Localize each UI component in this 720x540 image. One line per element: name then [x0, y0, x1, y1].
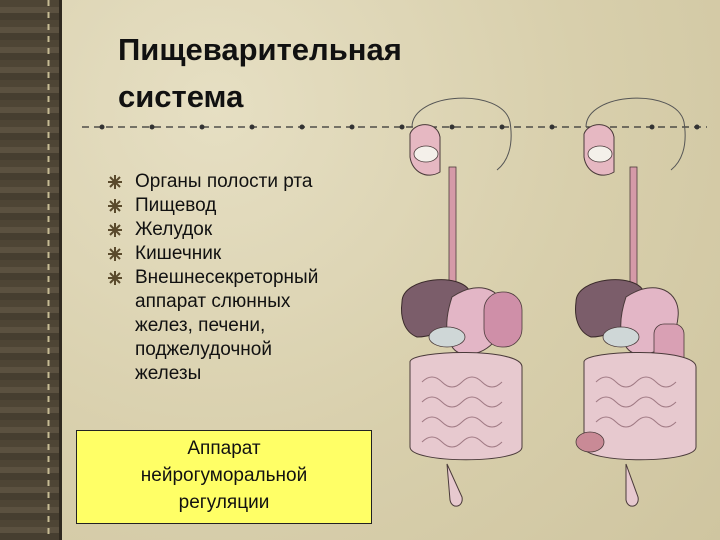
bullet-continuation-line: аппарат слюнных — [135, 291, 291, 312]
left-border — [0, 0, 62, 540]
digestive-system-illustration — [401, 97, 523, 507]
bullet-item: Кишечник — [108, 242, 318, 266]
bullet-text: Желудок — [135, 219, 213, 240]
bullet-item: Внешнесекреторный аппарат слюнных желез,… — [108, 266, 318, 386]
bullet-cross-icon — [108, 175, 122, 189]
title-line-2: система — [118, 79, 244, 114]
bullet-item: Органы полости рта — [108, 170, 318, 194]
digestive-system-illustration — [575, 97, 697, 507]
bullet-continuation-line: железы — [135, 363, 202, 384]
bullet-cross-icon — [108, 223, 122, 237]
slide-title: Пищеварительная система — [118, 26, 402, 120]
bullet-item: Пищевод — [108, 194, 318, 218]
bullet-cross-icon — [108, 247, 122, 261]
bullet-text: Внешнесекреторный — [135, 267, 319, 288]
regulation-line: Аппарат — [187, 438, 261, 459]
bullet-continuation-line: желез, печени, — [135, 315, 266, 336]
bullet-cross-icon — [108, 271, 122, 285]
bullet-cross-icon — [108, 199, 122, 213]
bullet-continuation-line: поджелудочной — [135, 339, 272, 360]
bullet-text: Кишечник — [135, 243, 222, 264]
bullet-item: Желудок — [108, 218, 318, 242]
regulation-box: Аппарат нейрогуморальной регуляции — [76, 430, 372, 524]
regulation-line: нейрогуморальной — [140, 465, 308, 486]
bullet-text: Пищевод — [135, 195, 217, 216]
regulation-line: регуляции — [178, 492, 270, 513]
bullet-text: Органы полости рта — [135, 171, 313, 192]
bullet-list: Органы полости рта Пищевод Желудок Кишеч… — [108, 170, 318, 386]
title-line-1: Пищеварительная — [118, 32, 402, 67]
border-stitching — [47, 0, 50, 540]
